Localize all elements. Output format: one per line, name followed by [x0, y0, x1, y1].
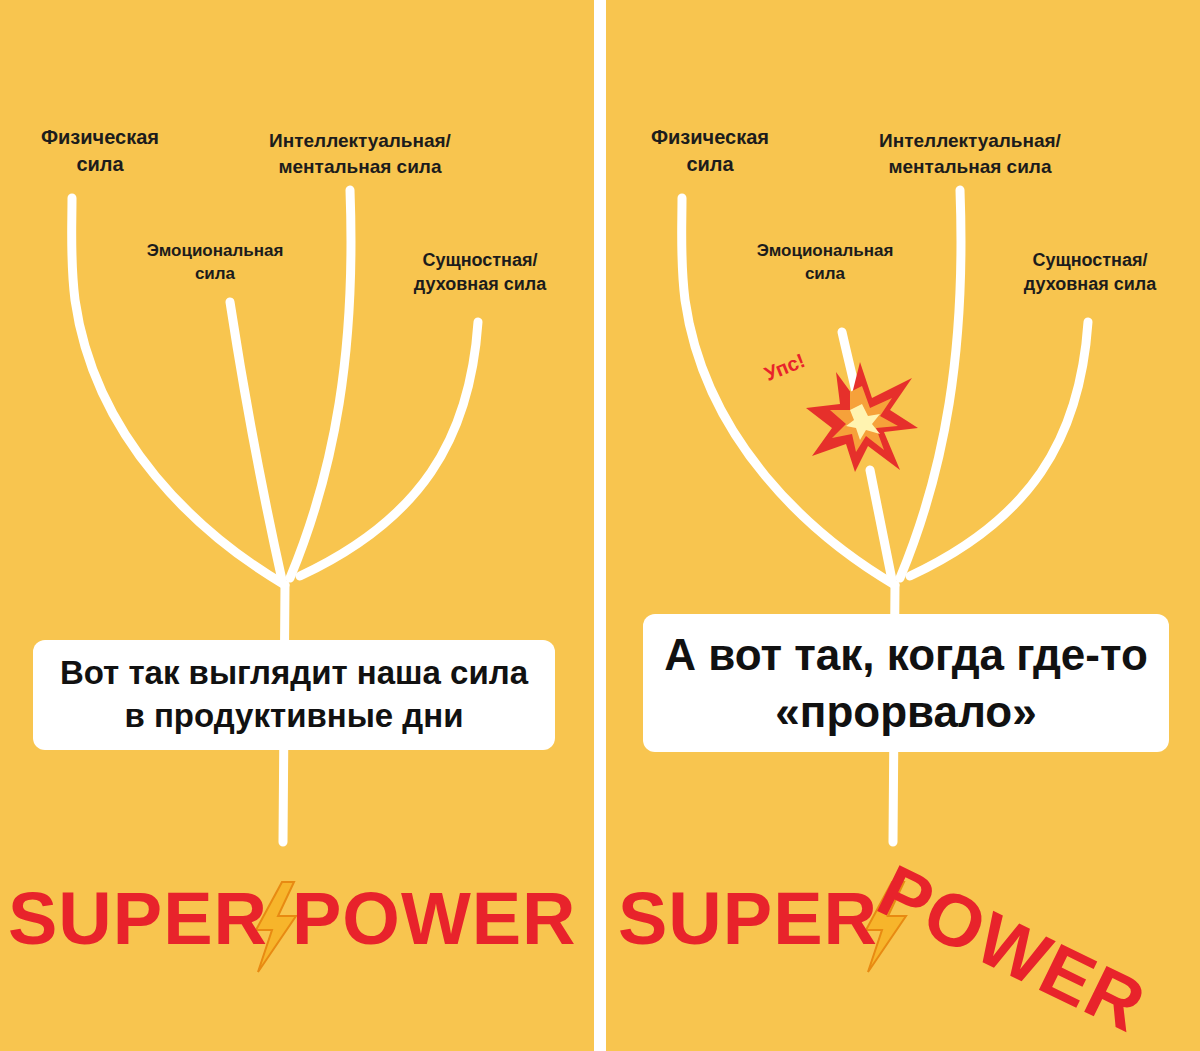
branch-label: Физическая сила — [25, 124, 175, 178]
explosion-icon — [806, 362, 918, 472]
branch-label: Интеллектуальная/ ментальная сила — [863, 128, 1078, 179]
caption-box: Вот так выглядит наша сила в продуктивны… — [33, 640, 555, 750]
superpower-word: POWER — [292, 882, 577, 956]
branch-label: Эмоциональная сила — [128, 240, 303, 286]
branch-label: Сущностная/ духовная сила — [1005, 248, 1175, 297]
superpower-word: SUPER — [8, 882, 268, 956]
superpower-word: SUPER — [618, 882, 878, 956]
lightning-icon — [256, 882, 906, 972]
caption-text: А вот так, когда где-то «прорвало» — [661, 626, 1151, 740]
caption-box: А вот так, когда где-то «прорвало» — [643, 614, 1169, 752]
caption-text: Вот так выглядит наша сила в продуктивны… — [49, 652, 539, 738]
branch-label: Сущностная/ духовная сила — [395, 248, 565, 297]
branch-label: Физическая сила — [635, 124, 785, 178]
branch-label: Эмоциональная сила — [738, 240, 913, 286]
branch-label: Интеллектуальная/ ментальная сила — [253, 128, 468, 179]
